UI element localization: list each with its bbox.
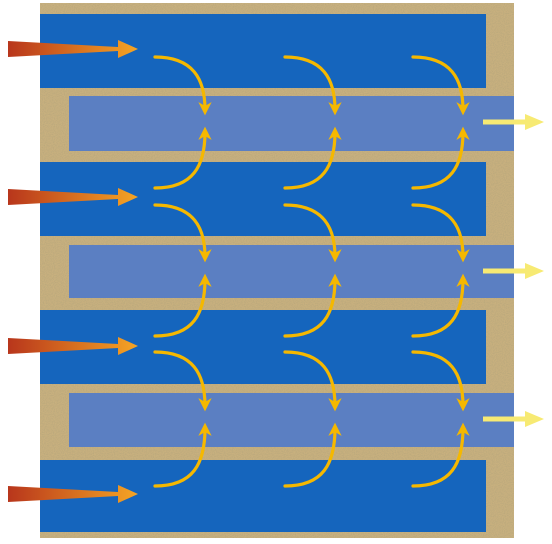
outlet-arrow-icon	[483, 411, 544, 427]
inlet-arrow-icon	[8, 188, 138, 206]
flow-arrow-icon	[411, 203, 470, 263]
flow-arrow-icon	[153, 126, 212, 190]
flow-arrow-icon	[283, 126, 342, 190]
inlet-arrow-icon	[8, 337, 138, 355]
flow-arrow-icon	[283, 350, 342, 412]
flow-arrow-icon	[411, 273, 470, 338]
outlet-arrow-icon	[483, 263, 544, 279]
inlet-arrows	[8, 40, 138, 503]
flow-arrow-icon	[153, 203, 212, 263]
flow-arrow-icon	[411, 422, 470, 488]
outlet-channel	[69, 96, 514, 151]
flow-arrow-icon	[153, 350, 212, 412]
outlet-channel	[69, 393, 514, 447]
outlet-arrow-icon	[483, 114, 544, 130]
flow-arrow-icon	[153, 273, 212, 338]
flow-arrow-icon	[411, 55, 470, 116]
inlet-arrow-icon	[8, 485, 138, 503]
flow-arrow-icon	[283, 55, 342, 116]
flow-arrow-icon	[411, 350, 470, 412]
inlet-arrow-icon	[8, 40, 138, 58]
outlet-arrows	[483, 114, 544, 427]
flow-arrow-icon	[153, 422, 212, 488]
flow-arrow-icon	[283, 273, 342, 338]
flow-arrow-icon	[283, 203, 342, 263]
flow-arrows	[153, 55, 470, 488]
flow-arrow-icon	[153, 55, 212, 116]
flow-arrow-icon	[411, 126, 470, 190]
outlet-channel	[69, 245, 514, 298]
flow-arrow-icon	[283, 422, 342, 488]
